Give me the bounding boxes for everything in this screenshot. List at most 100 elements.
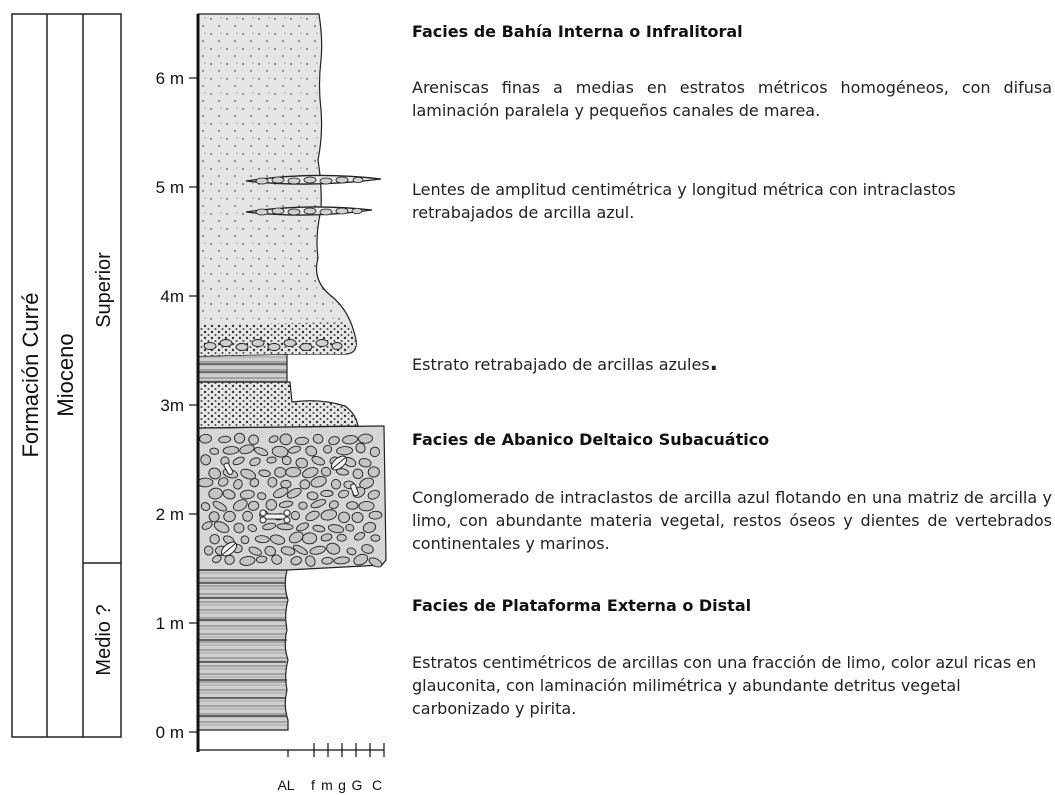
clast [218,435,232,444]
estrato-description: Estrato retrabajado de arcillas azules. [412,352,1052,376]
facies-bahia-block: Facies de Bahía Interna o Infralitoral [412,20,1052,43]
clast [367,489,380,500]
clast [312,524,326,533]
clast [208,487,223,500]
clast [296,522,309,532]
series-label: Mioceno [53,333,78,416]
clast [247,500,260,511]
clast [298,501,308,510]
clast [361,544,374,554]
clast [368,510,383,520]
sandstone-base-clasts [203,339,343,351]
clast [346,547,357,556]
clast [310,476,327,488]
clast [276,523,294,531]
clast [268,435,279,444]
clast [302,467,319,479]
stage-middle-label: Medio ? [93,604,115,675]
clast [320,533,333,542]
clast [302,532,318,545]
clast [280,546,296,556]
clast [290,556,302,566]
clast [240,468,256,480]
estrato-text: Estrato retrabajado de arcillas azules [412,355,710,374]
clast [217,477,229,487]
clast [353,553,369,566]
clast [370,534,381,542]
clast [242,510,253,522]
clast [224,554,235,565]
intraclast-lenses [245,174,382,216]
clast [222,446,240,455]
clast [342,434,359,445]
clast [327,524,345,534]
clast [239,489,255,500]
grain-size-label-5: C [372,777,382,793]
clast [271,445,289,458]
clast [212,554,222,564]
clast [321,556,334,565]
clast [248,434,259,445]
clay-bedding-lines [198,582,287,717]
sandstone-unit-upper [197,13,357,357]
bone-fossil-icons [223,462,359,524]
stage-upper-label: Superior [93,252,115,328]
clast [199,433,212,444]
clast [288,445,302,454]
clast [351,511,364,523]
clast [264,545,276,557]
clast [295,457,308,469]
scale-tick-label-1: 1 m [156,614,184,633]
clast [320,509,338,521]
clast [208,511,220,523]
clast [279,433,292,446]
clast [362,522,377,533]
clast [320,489,334,498]
clast [359,477,375,489]
clast [328,436,340,446]
clast [222,489,236,500]
clast [368,557,383,568]
clast [266,456,277,464]
grain-size-label-2: m [321,777,333,793]
clast [323,444,333,454]
clast [265,499,277,511]
clast [354,532,366,541]
clast [274,466,287,478]
clast [309,545,326,555]
clast [367,466,380,478]
facies-abanico-block: Facies de Abanico Deltaico Subacuático [412,428,1052,451]
clast [208,467,222,480]
scale-tick-label-5: 5 m [156,178,184,197]
facies-plataforma-description: Estratos centimétricos de arcillas con u… [412,653,1037,718]
clast [310,499,327,509]
clast [200,454,212,466]
clast [200,502,211,511]
clast [257,492,267,501]
clast [240,535,250,545]
facies-bahia-title: Facies de Bahía Interna o Infralitoral [412,22,743,41]
reworked-sand-unit [197,381,359,429]
clast [286,487,302,499]
facies-bahia-description: Areniscas finas a medias en estratos mét… [412,78,1052,120]
grain-size-label-1: f [311,777,315,793]
reworked-clay-stratum [197,353,288,383]
clast [249,478,260,488]
scale-tick-label-4: 4m [160,287,184,306]
clast [299,479,311,490]
formation-label: Formación Curré [18,292,43,457]
clast [312,433,324,444]
clast [267,476,278,488]
clast [358,458,372,468]
clast [209,534,220,545]
clast [306,491,319,501]
clast [223,510,236,523]
clast [320,466,332,477]
clast [338,511,350,524]
scale-tick-label-3: 3m [160,396,184,415]
clast [305,510,320,522]
clast [345,523,355,532]
clast [249,457,261,467]
clast [288,531,304,544]
clast [333,556,350,565]
